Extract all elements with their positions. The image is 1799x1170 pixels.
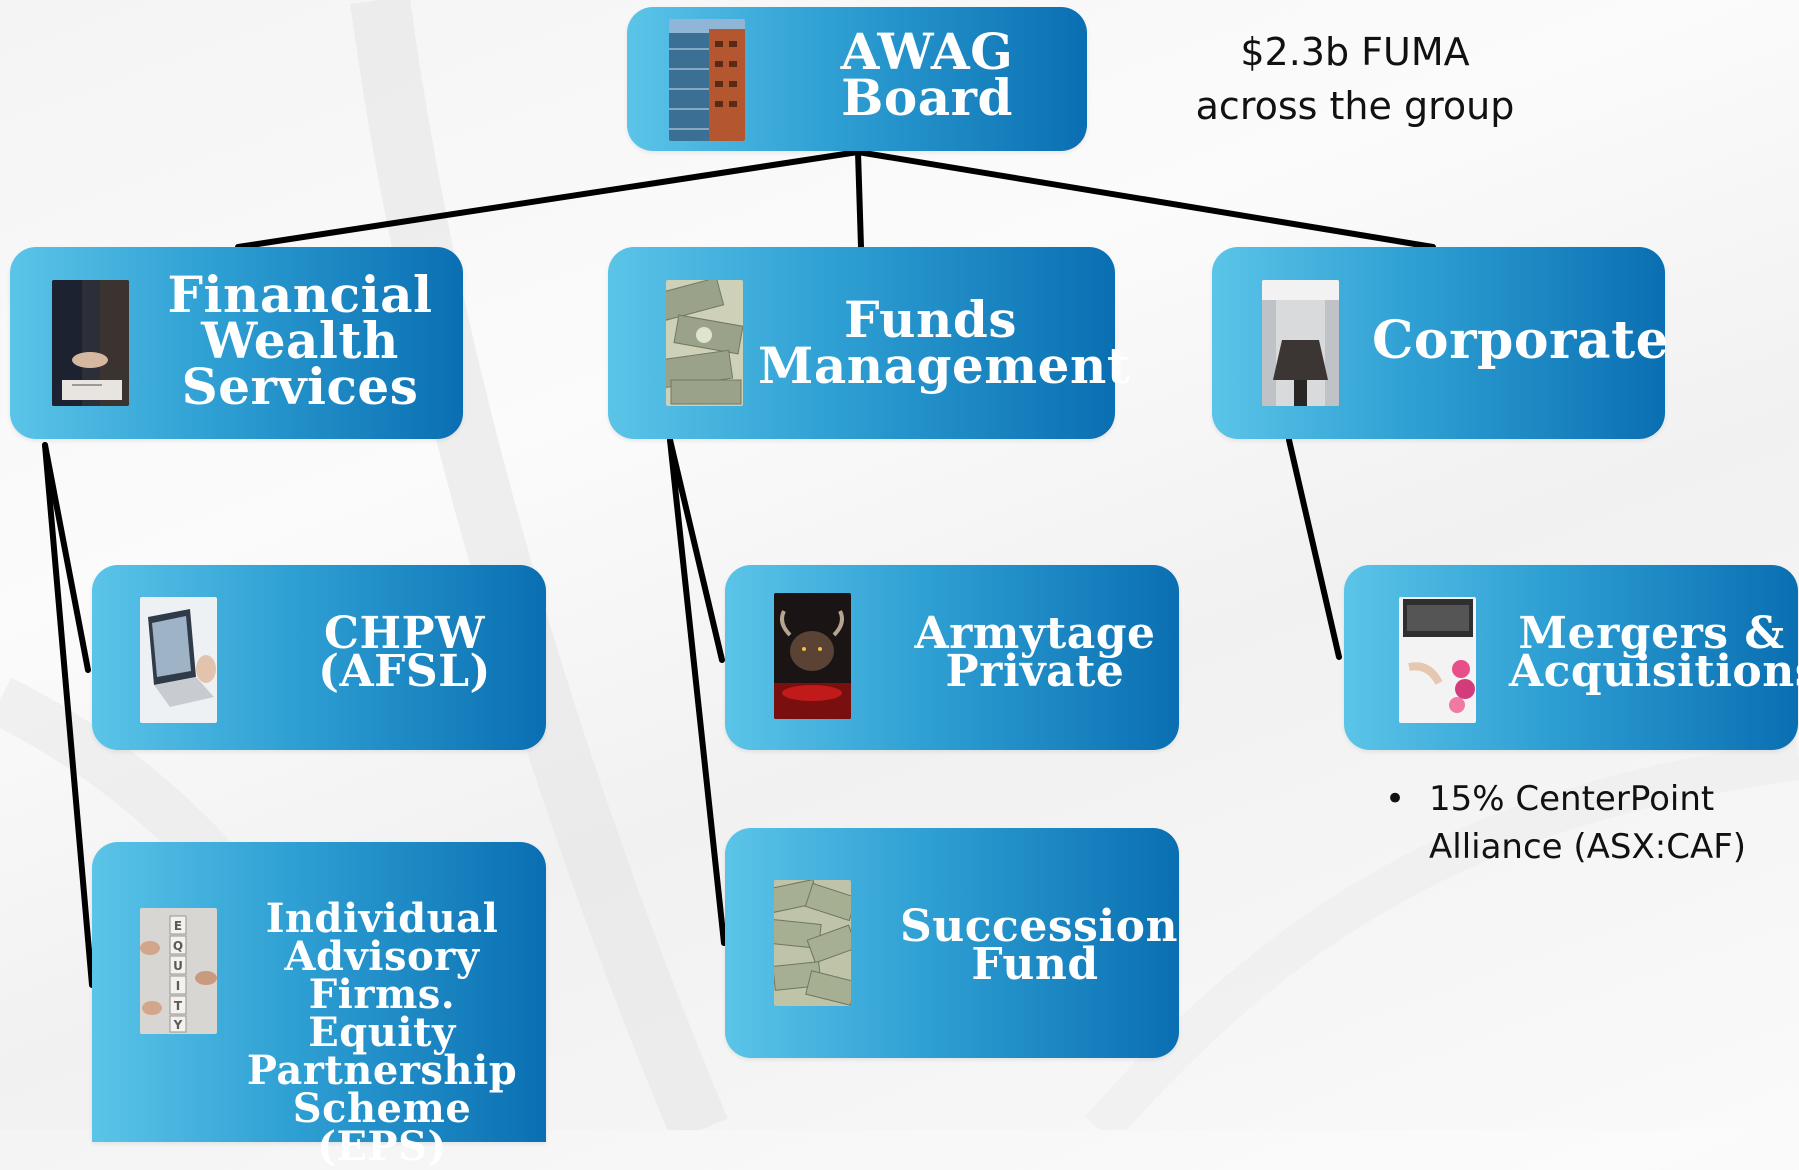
svg-text:T: T	[174, 999, 183, 1013]
fuma-note: $2.3b FUMA across the group	[1180, 25, 1530, 133]
boardroom-photo-icon	[1262, 280, 1339, 406]
node-label: Mergers & Acquisitions	[1509, 608, 1799, 697]
fuma-note-line2: across the group	[1195, 84, 1515, 128]
handshake-photo-icon	[52, 280, 129, 406]
node-label: Funds Management	[758, 290, 1131, 395]
centerpoint-note-line2: Alliance (ASX:CAF)	[1429, 827, 1747, 867]
node-corporate: Corporate	[1212, 247, 1670, 439]
node-label: CHPW (AFSL)	[318, 608, 491, 697]
centerpoint-note: • 15% CenterPoint Alliance (ASX:CAF)	[1385, 775, 1785, 871]
connector-financial-chpw	[42, 442, 91, 673]
node-label: Individual Advisory Firms. Equity Partne…	[246, 895, 518, 1170]
svg-text:E: E	[174, 919, 182, 933]
money-photo-icon	[666, 280, 743, 406]
connector-board-corporate	[855, 149, 1436, 250]
building-photo-icon	[669, 19, 745, 141]
svg-text:U: U	[173, 959, 183, 973]
node-financial-wealth-services: Financial Wealth Services	[10, 247, 463, 439]
svg-text:Y: Y	[173, 1018, 183, 1032]
connector-funds-succession	[667, 437, 727, 946]
node-label: Financial Wealth Services	[167, 265, 433, 416]
node-awag-board: AWAG Board	[627, 7, 1087, 151]
node-funds-management: Funds Management	[608, 247, 1131, 439]
bullet-marker: •	[1385, 779, 1406, 819]
svg-text:I: I	[176, 979, 180, 993]
connector-financial-advisory	[42, 442, 95, 988]
node-chpw-afsl: CHPW (AFSL)	[92, 565, 546, 750]
laptop-photo-icon	[140, 597, 217, 723]
svg-text:Q: Q	[173, 939, 183, 953]
connector-board-funds	[855, 149, 864, 250]
connector-board-financial	[235, 149, 861, 250]
node-label: AWAG Board	[840, 22, 1014, 127]
desk-laptop-photo-icon	[1399, 597, 1476, 723]
dollar-bills-photo-icon	[774, 880, 851, 1006]
connector-funds-armytage	[667, 437, 725, 663]
node-mergers-acquisitions: Mergers & Acquisitions	[1344, 565, 1799, 750]
node-succession-fund: Succession Fund	[725, 828, 1179, 1058]
node-label: Succession Fund	[900, 901, 1178, 990]
fuma-note-line1: $2.3b FUMA	[1240, 30, 1470, 74]
node-armytage-private: Armytage Private	[725, 565, 1179, 750]
connector-lines	[42, 149, 1436, 988]
bull-photo-icon	[774, 593, 851, 719]
node-label: Armytage Private	[914, 608, 1156, 697]
connector-corporate-mergers	[1286, 437, 1342, 660]
centerpoint-note-line1: 15% CenterPoint	[1429, 779, 1715, 819]
node-label: Corporate	[1372, 310, 1670, 371]
